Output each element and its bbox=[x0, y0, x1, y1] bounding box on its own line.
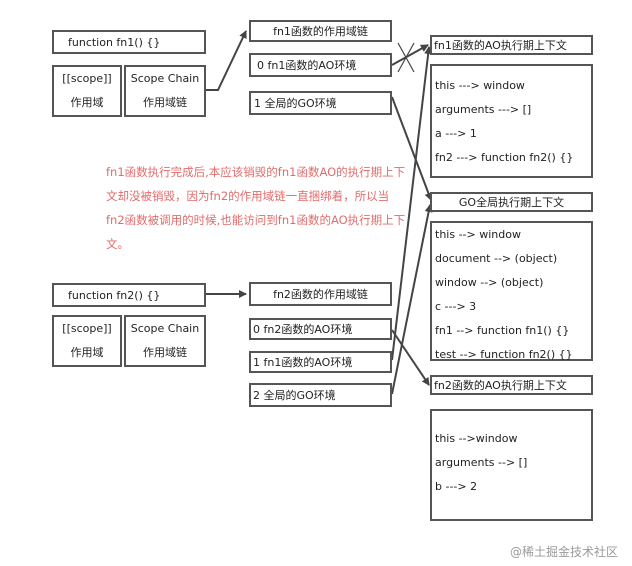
go-line: document --> (object) bbox=[435, 252, 558, 265]
fn2-scope-label: [[scope]] bbox=[62, 322, 112, 335]
fn2-ao-line: arguments --> [] bbox=[435, 456, 528, 469]
go-context: this --> window document --> (object) wi… bbox=[430, 221, 593, 361]
fn1-slot1-arrow bbox=[391, 96, 433, 201]
fn2-slot0-arrow bbox=[391, 329, 430, 386]
go-title: GO全局执行期上下文 bbox=[430, 192, 593, 212]
fn1-ao-line: arguments ---> [] bbox=[435, 103, 532, 116]
fn1-chain-slot-0-text: 0 fn1函数的AO环境 bbox=[257, 59, 357, 72]
watermark: @稀土掘金技术社区 bbox=[509, 545, 618, 559]
fn1-chain-slot-1: 1 全局的GO环境 bbox=[249, 91, 392, 115]
fn1-chain-slot-1-text: 1 全局的GO环境 bbox=[254, 97, 337, 110]
fn1-ao-title: fn1函数的AO执行期上下文 bbox=[430, 35, 593, 55]
explanation-note: fn1函数执行完成后,本应该销毁的fn1函数AO的执行期上下文却没被销毁，因为f… bbox=[106, 165, 406, 251]
fn1-ao-context: this ---> window arguments ---> [] a ---… bbox=[430, 64, 593, 178]
fn2-chain-title: fn2函数的作用域链 bbox=[249, 282, 392, 306]
fn2-ao-context: this -->window arguments --> [] b ---> 2 bbox=[430, 409, 593, 521]
fn2-scope-label-cn: 作用域 bbox=[70, 346, 104, 359]
go-line: c ---> 3 bbox=[435, 300, 477, 313]
fn2-declaration-text: function fn2() {} bbox=[68, 288, 161, 302]
fn2-ao-line: b ---> 2 bbox=[435, 480, 478, 493]
fn2-ao-title-text: fn2函数的AO执行期上下文 bbox=[434, 379, 567, 392]
fn2-chain-slot-0-text: 0 fn2函数的AO环境 bbox=[253, 323, 353, 336]
fn1-chain-arrow bbox=[206, 30, 247, 91]
fn2-ao-title: fn2函数的AO执行期上下文 bbox=[430, 375, 593, 395]
fn1-slot0-arrow bbox=[391, 44, 429, 66]
go-line: fn1 --> function fn1() {} bbox=[435, 324, 570, 337]
fn1-scope-box: [[scope]] 作用域 bbox=[52, 65, 122, 117]
fn1-scope-label-cn: 作用域 bbox=[70, 96, 104, 109]
fn1-chain-label-cn: 作用域链 bbox=[143, 96, 187, 109]
fn2-chain-title-text: fn2函数的作用域链 bbox=[273, 288, 368, 301]
fn1-ao-title-text: fn1函数的AO执行期上下文 bbox=[434, 39, 567, 52]
fn2-chain-slot-2: 2 全局的GO环境 bbox=[249, 383, 392, 407]
fn1-ao-line: this ---> window bbox=[435, 79, 525, 92]
fn1-scope-chain-box: Scope Chain 作用域链 bbox=[124, 65, 206, 117]
go-line: window --> (object) bbox=[435, 276, 544, 289]
fn2-ao-line: this -->window bbox=[435, 432, 518, 445]
fn1-ao-line: a ---> 1 bbox=[435, 127, 477, 140]
fn1-chain-title: fn1函数的作用域链 bbox=[249, 20, 392, 42]
fn1-scope-label: [[scope]] bbox=[62, 72, 112, 85]
fn1-declaration-text: function fn1() {} bbox=[68, 35, 161, 49]
fn2-chain-slot-2-text: 2 全局的GO环境 bbox=[253, 389, 336, 402]
fn2-declaration: function fn2() {} bbox=[52, 283, 206, 307]
fn2-scope-box: [[scope]] 作用域 bbox=[52, 315, 122, 367]
fn1-chain-slot-0: 0 fn1函数的AO环境 bbox=[249, 53, 392, 77]
fn2-slot1-arrow bbox=[391, 46, 433, 361]
go-title-text: GO全局执行期上下文 bbox=[458, 196, 565, 209]
fn1-chain-label: Scope Chain bbox=[130, 72, 200, 85]
go-line: test --> function fn2() {} bbox=[435, 348, 573, 361]
fn2-slot2-arrow bbox=[391, 204, 433, 395]
fn2-chain-slot-0: 0 fn2函数的AO环境 bbox=[249, 318, 392, 340]
fn1-ao-line: fn2 ---> function fn2() {} bbox=[435, 151, 574, 164]
fn1-declaration: function fn1() {} bbox=[52, 30, 206, 54]
fn2-scope-chain-box: Scope Chain 作用域链 bbox=[124, 315, 206, 367]
go-line: this --> window bbox=[435, 228, 521, 241]
fn2-chain-label-cn: 作用域链 bbox=[143, 346, 187, 359]
fn1-chain-title-text: fn1函数的作用域链 bbox=[273, 25, 368, 38]
cross-mark-b bbox=[397, 42, 415, 73]
fn2-chain-label: Scope Chain bbox=[130, 322, 200, 335]
fn2-chain-slot-1-text: 1 fn1函数的AO环境 bbox=[253, 356, 353, 369]
fn2-chain-slot-1: 1 fn1函数的AO环境 bbox=[249, 351, 392, 373]
